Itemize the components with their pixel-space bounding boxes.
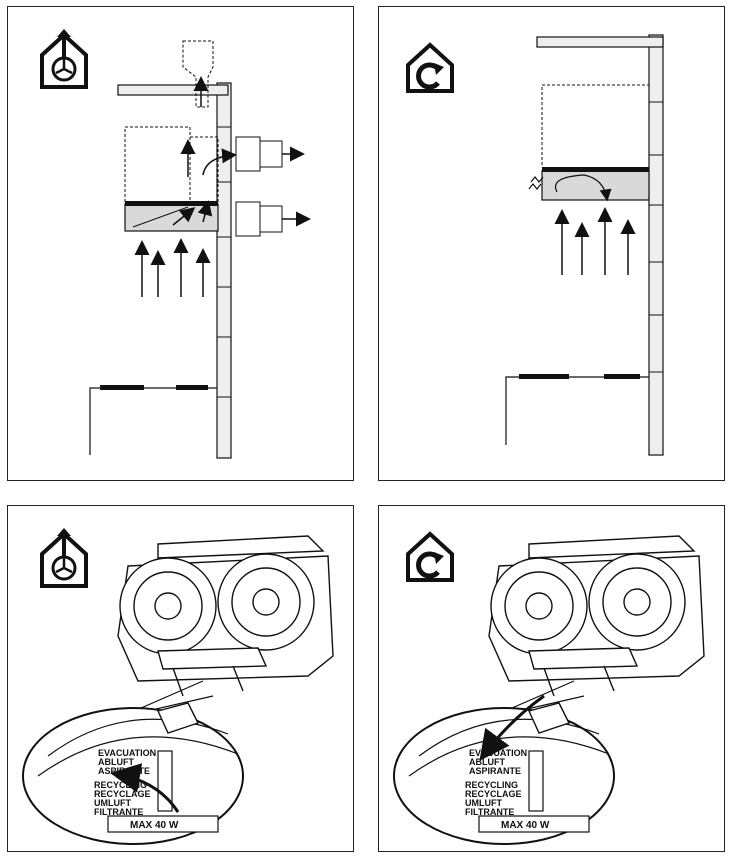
label-max-rating: MAX 40 W xyxy=(130,820,179,831)
ducted-mode-icon xyxy=(40,29,88,89)
label-recycling: RECYCLING xyxy=(465,780,518,790)
label-aspirante: ASPIRANTE xyxy=(469,766,521,776)
switch-closeup: EVACUATION ABLUFT ASPIRANTE RECYCLING RE… xyxy=(22,680,244,845)
panel-recirculating-switch-setting: EVACUATION ABLUFT ASPIRANTE RECYCLING RE… xyxy=(378,505,725,852)
recirculating-switch-illustration: EVACUATION ABLUFT ASPIRANTE RECYCLING RE… xyxy=(393,531,705,845)
label-filtrante: FILTRANTE xyxy=(465,807,514,817)
label-filtrante: FILTRANTE xyxy=(94,807,143,817)
wall xyxy=(216,82,232,459)
ceiling-shelf xyxy=(536,36,664,48)
label-umluft: UMLUFT xyxy=(465,798,502,808)
switch-direction-arrow xyxy=(110,763,180,813)
recirculating-airflow-diagram xyxy=(406,34,664,456)
label-abluft: ABLUFT xyxy=(98,757,134,767)
label-umluft: UMLUFT xyxy=(94,798,131,808)
panel-recirculating-airflow xyxy=(378,6,725,481)
switch-closeup: EVACUATION ABLUFT ASPIRANTE RECYCLING RE… xyxy=(393,680,615,845)
panel-ducted-switch-setting: EVACUATION ABLUFT ASPIRANTE RECYCLING RE… xyxy=(7,505,354,852)
label-max-rating: MAX 40 W xyxy=(501,820,550,831)
ducted-airflow-diagram xyxy=(40,29,311,459)
hood-body xyxy=(541,170,650,201)
ducted-switch-illustration: EVACUATION ABLUFT ASPIRANTE RECYCLING RE… xyxy=(22,528,334,845)
ducted-mode-icon xyxy=(40,528,88,588)
motor-housing xyxy=(117,535,334,697)
label-recyclage: RECYCLAGE xyxy=(465,789,522,799)
label-abluft: ABLUFT xyxy=(469,757,505,767)
recirculation-mode-icon xyxy=(406,531,454,582)
switch-direction-arrow xyxy=(479,694,545,761)
label-evacuation: EVACUATION xyxy=(98,748,156,758)
panel-ducted-airflow xyxy=(7,6,354,481)
label-recyclage: RECYCLAGE xyxy=(94,789,151,799)
motor-housing xyxy=(488,535,705,697)
wall xyxy=(648,34,664,456)
recirculation-mode-icon xyxy=(406,42,454,93)
ceiling-shelf xyxy=(117,84,229,96)
